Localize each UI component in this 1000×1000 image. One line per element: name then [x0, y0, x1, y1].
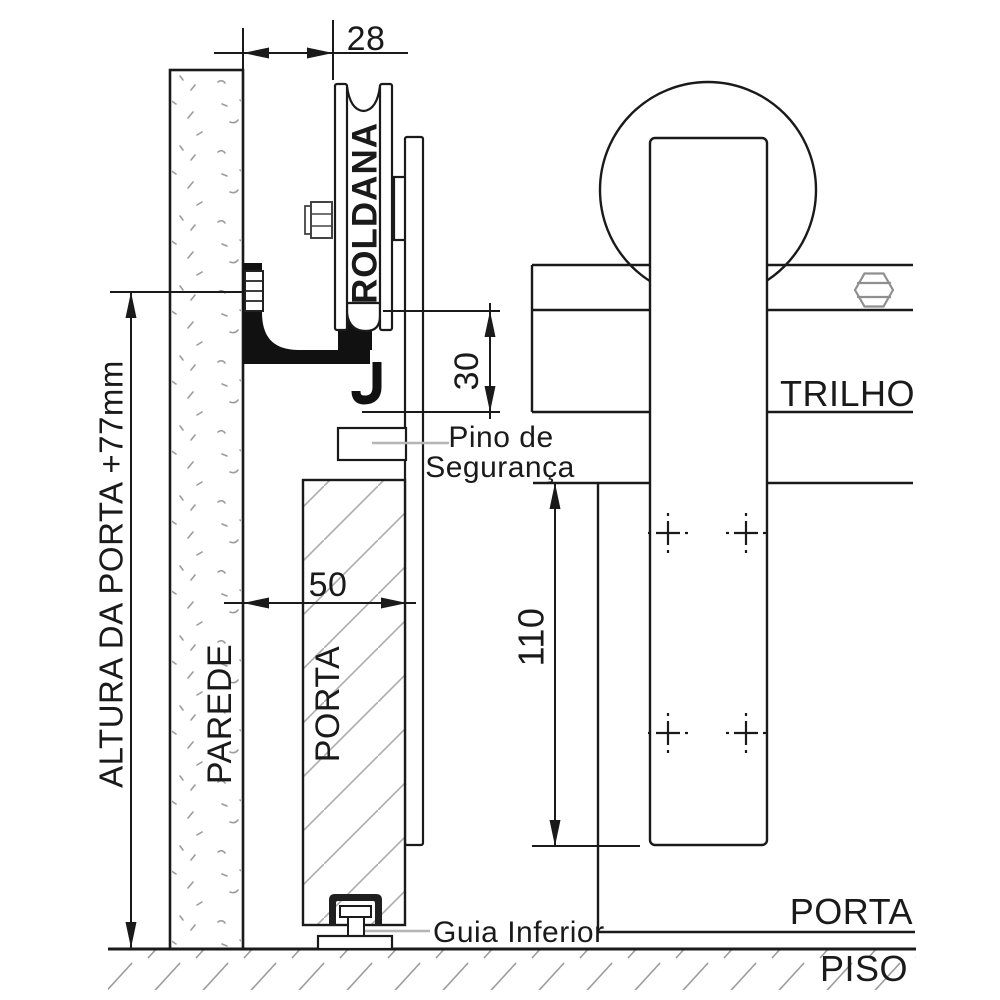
door-height-label: ALTURA DA PORTA +77mm — [93, 360, 130, 788]
roller-left-flange — [333, 82, 349, 332]
roller-groove-top — [345, 85, 382, 113]
track-front — [530, 263, 913, 414]
roller-section: ROLDANA — [304, 82, 394, 333]
door-section — [301, 478, 407, 927]
floor-hatch — [108, 950, 916, 990]
dim-30-value: 30 — [448, 352, 486, 391]
dim-30: 30 — [362, 303, 500, 419]
door-front — [533, 481, 915, 934]
safety-pin-label-line2: Segurança — [425, 451, 575, 484]
guide-stem — [347, 916, 365, 939]
guide-pin-top — [339, 905, 372, 918]
dim-altura: ALTURA DA PORTA +77mm — [93, 292, 137, 948]
hanger-strap-section — [403, 135, 425, 847]
door-label-side: PORTA — [309, 646, 347, 763]
safety-pin-label-line1: Pino de — [448, 421, 553, 454]
floor — [108, 947, 916, 990]
dim-28: 28 — [214, 20, 408, 80]
dim-50-value: 50 — [309, 566, 348, 604]
track-screw — [853, 272, 895, 308]
dim-50: 50 — [224, 566, 416, 609]
track-bracket-section — [243, 263, 382, 405]
dim-110: 110 — [511, 483, 640, 847]
wall-section — [168, 68, 245, 951]
floor-label: PISO — [820, 948, 908, 989]
roller-groove-bottom — [345, 301, 382, 333]
dim-110-value: 110 — [511, 608, 552, 667]
hanger-strap-front — [648, 136, 769, 847]
axle-bolt-head — [310, 201, 333, 239]
track-j-hook — [351, 362, 382, 405]
bottom-guide-label: Guia Inferior — [433, 916, 605, 949]
track-label: TRILHO — [780, 373, 915, 414]
bottom-guide — [316, 894, 430, 951]
wall-label: PAREDE — [201, 644, 239, 784]
dim-28-value: 28 — [347, 20, 386, 58]
roller-label: ROLDANA — [345, 122, 384, 304]
door-label-front: PORTA — [790, 891, 913, 932]
roller-right-flange — [378, 82, 394, 332]
guide-base-plate — [316, 934, 394, 951]
guide-channel — [329, 894, 382, 926]
